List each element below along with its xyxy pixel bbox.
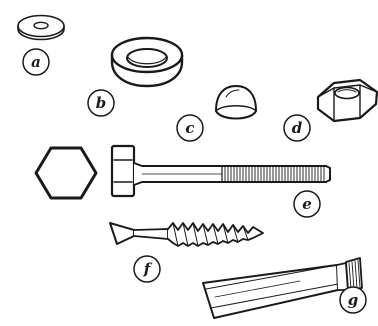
label-e: e [294, 191, 320, 217]
svg-text:c: c [185, 119, 194, 137]
svg-text:d: d [292, 119, 303, 137]
washer-icon [18, 16, 64, 40]
label-b: b [88, 90, 114, 116]
label-g: g [340, 287, 366, 313]
ring-icon [112, 38, 182, 86]
svg-text:b: b [96, 94, 107, 112]
svg-text:e: e [302, 195, 312, 213]
svg-text:a: a [31, 53, 41, 71]
hex-bolt-icon [36, 146, 330, 198]
label-a: a [23, 49, 49, 75]
label-f: f [134, 256, 160, 282]
cap-icon [216, 86, 256, 119]
screw-icon [110, 223, 263, 246]
tube-icon [203, 258, 362, 318]
hex-nut-icon [318, 80, 377, 121]
svg-text:g: g [348, 291, 359, 309]
label-d: d [284, 115, 310, 141]
label-c: c [177, 115, 203, 141]
